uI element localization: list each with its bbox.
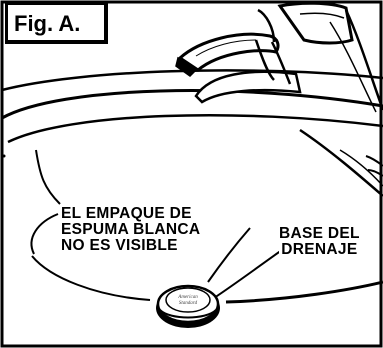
basin-bottom-right bbox=[225, 280, 383, 304]
gasket-callout-line: ESPUMA BLANCA bbox=[61, 221, 201, 238]
gasket-callout-line: NO ES VISIBLE bbox=[61, 237, 178, 254]
drain-leader-line bbox=[213, 249, 283, 299]
overflow-hole bbox=[365, 155, 383, 177]
drain-callout-line: BASE DEL bbox=[279, 225, 360, 242]
drain-callout-line: DRENAJE bbox=[281, 241, 358, 258]
gasket-callout: EL EMPAQUE DE ESPUMA BLANCA NO ES VISIBL… bbox=[61, 205, 201, 254]
gasket-leader-line-left bbox=[30, 213, 59, 255]
basin-left-wall bbox=[35, 149, 61, 205]
figure-title: Fig. A. bbox=[14, 11, 81, 36]
gasket-leader-line bbox=[207, 227, 251, 283]
edge-mark bbox=[2, 154, 6, 158]
gasket-callout-line: EL EMPAQUE DE bbox=[61, 205, 192, 222]
countertop-edge bbox=[1, 69, 383, 92]
brand-line-2: Standard bbox=[179, 301, 198, 306]
sink-rim-outer bbox=[1, 89, 383, 120]
faucet bbox=[175, 1, 383, 113]
figure-title-box bbox=[5, 2, 108, 44]
drain-base-callout: BASE DEL DRENAJE bbox=[279, 226, 360, 258]
brand-line-1: American bbox=[177, 295, 198, 300]
basin-right-wall-lower bbox=[339, 149, 383, 187]
basin-right-wall bbox=[299, 128, 383, 197]
sink-rim-inner bbox=[7, 113, 383, 144]
drain-cap: American Standard bbox=[156, 284, 220, 328]
basin-left-bottom bbox=[31, 255, 151, 301]
